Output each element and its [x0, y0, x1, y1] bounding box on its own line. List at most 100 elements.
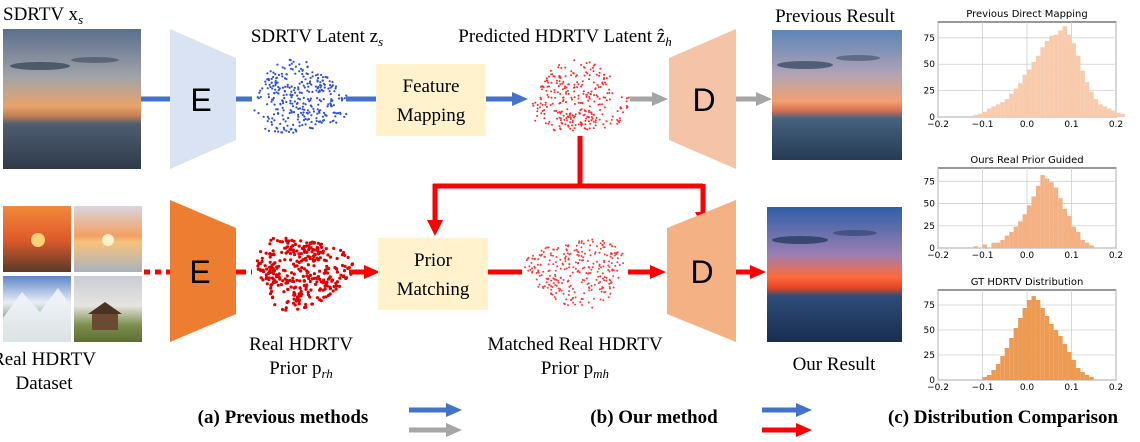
cloud-point — [548, 274, 551, 277]
cloud-point — [593, 63, 596, 66]
cloud-point — [537, 271, 540, 273]
cloud-point — [557, 281, 560, 284]
cloud-point — [328, 287, 332, 291]
cloud-point — [599, 275, 602, 278]
cloud-point — [567, 293, 570, 296]
cloud-point — [611, 115, 614, 118]
matched-prior-cloud — [524, 238, 625, 309]
y-tick-label: 0 — [929, 113, 935, 123]
cloud-point — [540, 98, 542, 101]
cloud-point — [273, 92, 276, 95]
cloud-point — [285, 73, 288, 76]
x-tick-label: −0.1 — [972, 251, 994, 261]
cloud-point — [548, 269, 551, 272]
cloud-point — [566, 252, 569, 255]
cloud-point — [330, 85, 333, 88]
y-tick-label: 50 — [924, 326, 936, 336]
histogram-bar — [1067, 216, 1072, 248]
cloud-point — [261, 278, 265, 282]
cloud-point — [622, 262, 625, 265]
cloud-point — [286, 241, 290, 245]
matched-prior-label-2: Prior pmh — [541, 358, 609, 381]
cloud-point — [281, 86, 285, 89]
cloud-point — [590, 268, 593, 271]
cloud-point — [257, 261, 261, 266]
cloud-point — [272, 75, 275, 79]
cloud-point — [271, 117, 274, 120]
previous-result-image — [772, 30, 902, 160]
cloud-point — [286, 83, 289, 86]
cloud-point — [297, 107, 300, 110]
cloud-point — [599, 298, 602, 301]
cloud-point — [299, 252, 303, 256]
cloud-point — [611, 268, 614, 271]
cloud-point — [278, 276, 282, 280]
cloud-point — [300, 266, 304, 270]
cloud-point — [312, 110, 315, 113]
cloud-point — [305, 111, 308, 114]
cloud-point — [269, 70, 272, 73]
arrowhead-matched-to-decoder — [650, 265, 666, 279]
cloud-point — [335, 121, 338, 124]
cloud-point — [268, 265, 272, 269]
cloud-point — [319, 245, 324, 249]
cloud-point — [580, 255, 583, 257]
cloud-point — [343, 264, 347, 268]
caption-b: (b) Our method — [590, 407, 718, 428]
cloud-point — [266, 115, 269, 118]
predicted-latent-label: Predicted HDRTV Latent ẑh — [458, 26, 671, 49]
cloud-point — [313, 248, 317, 252]
histogram-bar — [1035, 55, 1041, 117]
cloud-point — [555, 82, 558, 85]
cloud-point — [559, 276, 562, 279]
cloud-point — [611, 257, 614, 260]
cloud-point — [583, 252, 586, 255]
cloud-point — [556, 79, 558, 82]
cloud-point — [575, 74, 578, 77]
cloud-point — [625, 100, 628, 103]
histogram-bar — [1031, 62, 1036, 117]
legend-blue-arrowhead — [446, 403, 462, 417]
cloud-point — [303, 86, 306, 89]
cloud-point — [595, 245, 598, 248]
cloud-point — [283, 269, 287, 273]
cloud-point — [301, 124, 304, 127]
cloud-point — [295, 278, 299, 282]
histogram-bar — [1027, 205, 1032, 248]
cloud-point — [274, 280, 278, 284]
cloud-point — [306, 98, 310, 101]
cloud-point — [588, 249, 591, 252]
histogram-bar — [1035, 300, 1041, 380]
cloud-point — [545, 89, 548, 92]
cloud-point — [581, 250, 584, 253]
cloud-point — [588, 96, 591, 98]
cloud-point — [553, 91, 556, 94]
cloud-point — [550, 293, 553, 296]
cloud-point — [301, 72, 304, 76]
cloud-point — [339, 111, 342, 114]
cloud-point — [571, 129, 574, 132]
cloud-point — [544, 122, 547, 125]
histogram-bar — [1075, 232, 1081, 248]
cloud-point — [298, 63, 301, 66]
cloud-point — [319, 250, 323, 254]
cloud-point — [569, 113, 572, 116]
cloud-point — [556, 117, 558, 120]
histogram-bar — [1062, 344, 1068, 380]
cloud-point — [314, 276, 319, 280]
cloud-point — [332, 284, 336, 289]
cloud-point — [567, 116, 570, 119]
cloud-point — [309, 80, 312, 83]
cloud-point — [274, 73, 277, 76]
arrowhead-prior-to-matching — [364, 265, 380, 279]
y-tick-label: 25 — [924, 222, 935, 232]
cloud-point — [565, 101, 567, 103]
cloud-point — [565, 92, 567, 95]
histogram-bar — [1084, 82, 1090, 117]
cloud-point — [306, 65, 309, 68]
cloud-point — [315, 89, 318, 92]
cloud-point — [575, 244, 578, 247]
cloud-point — [271, 271, 275, 275]
cloud-point — [568, 263, 571, 266]
cloud-point — [555, 284, 558, 287]
